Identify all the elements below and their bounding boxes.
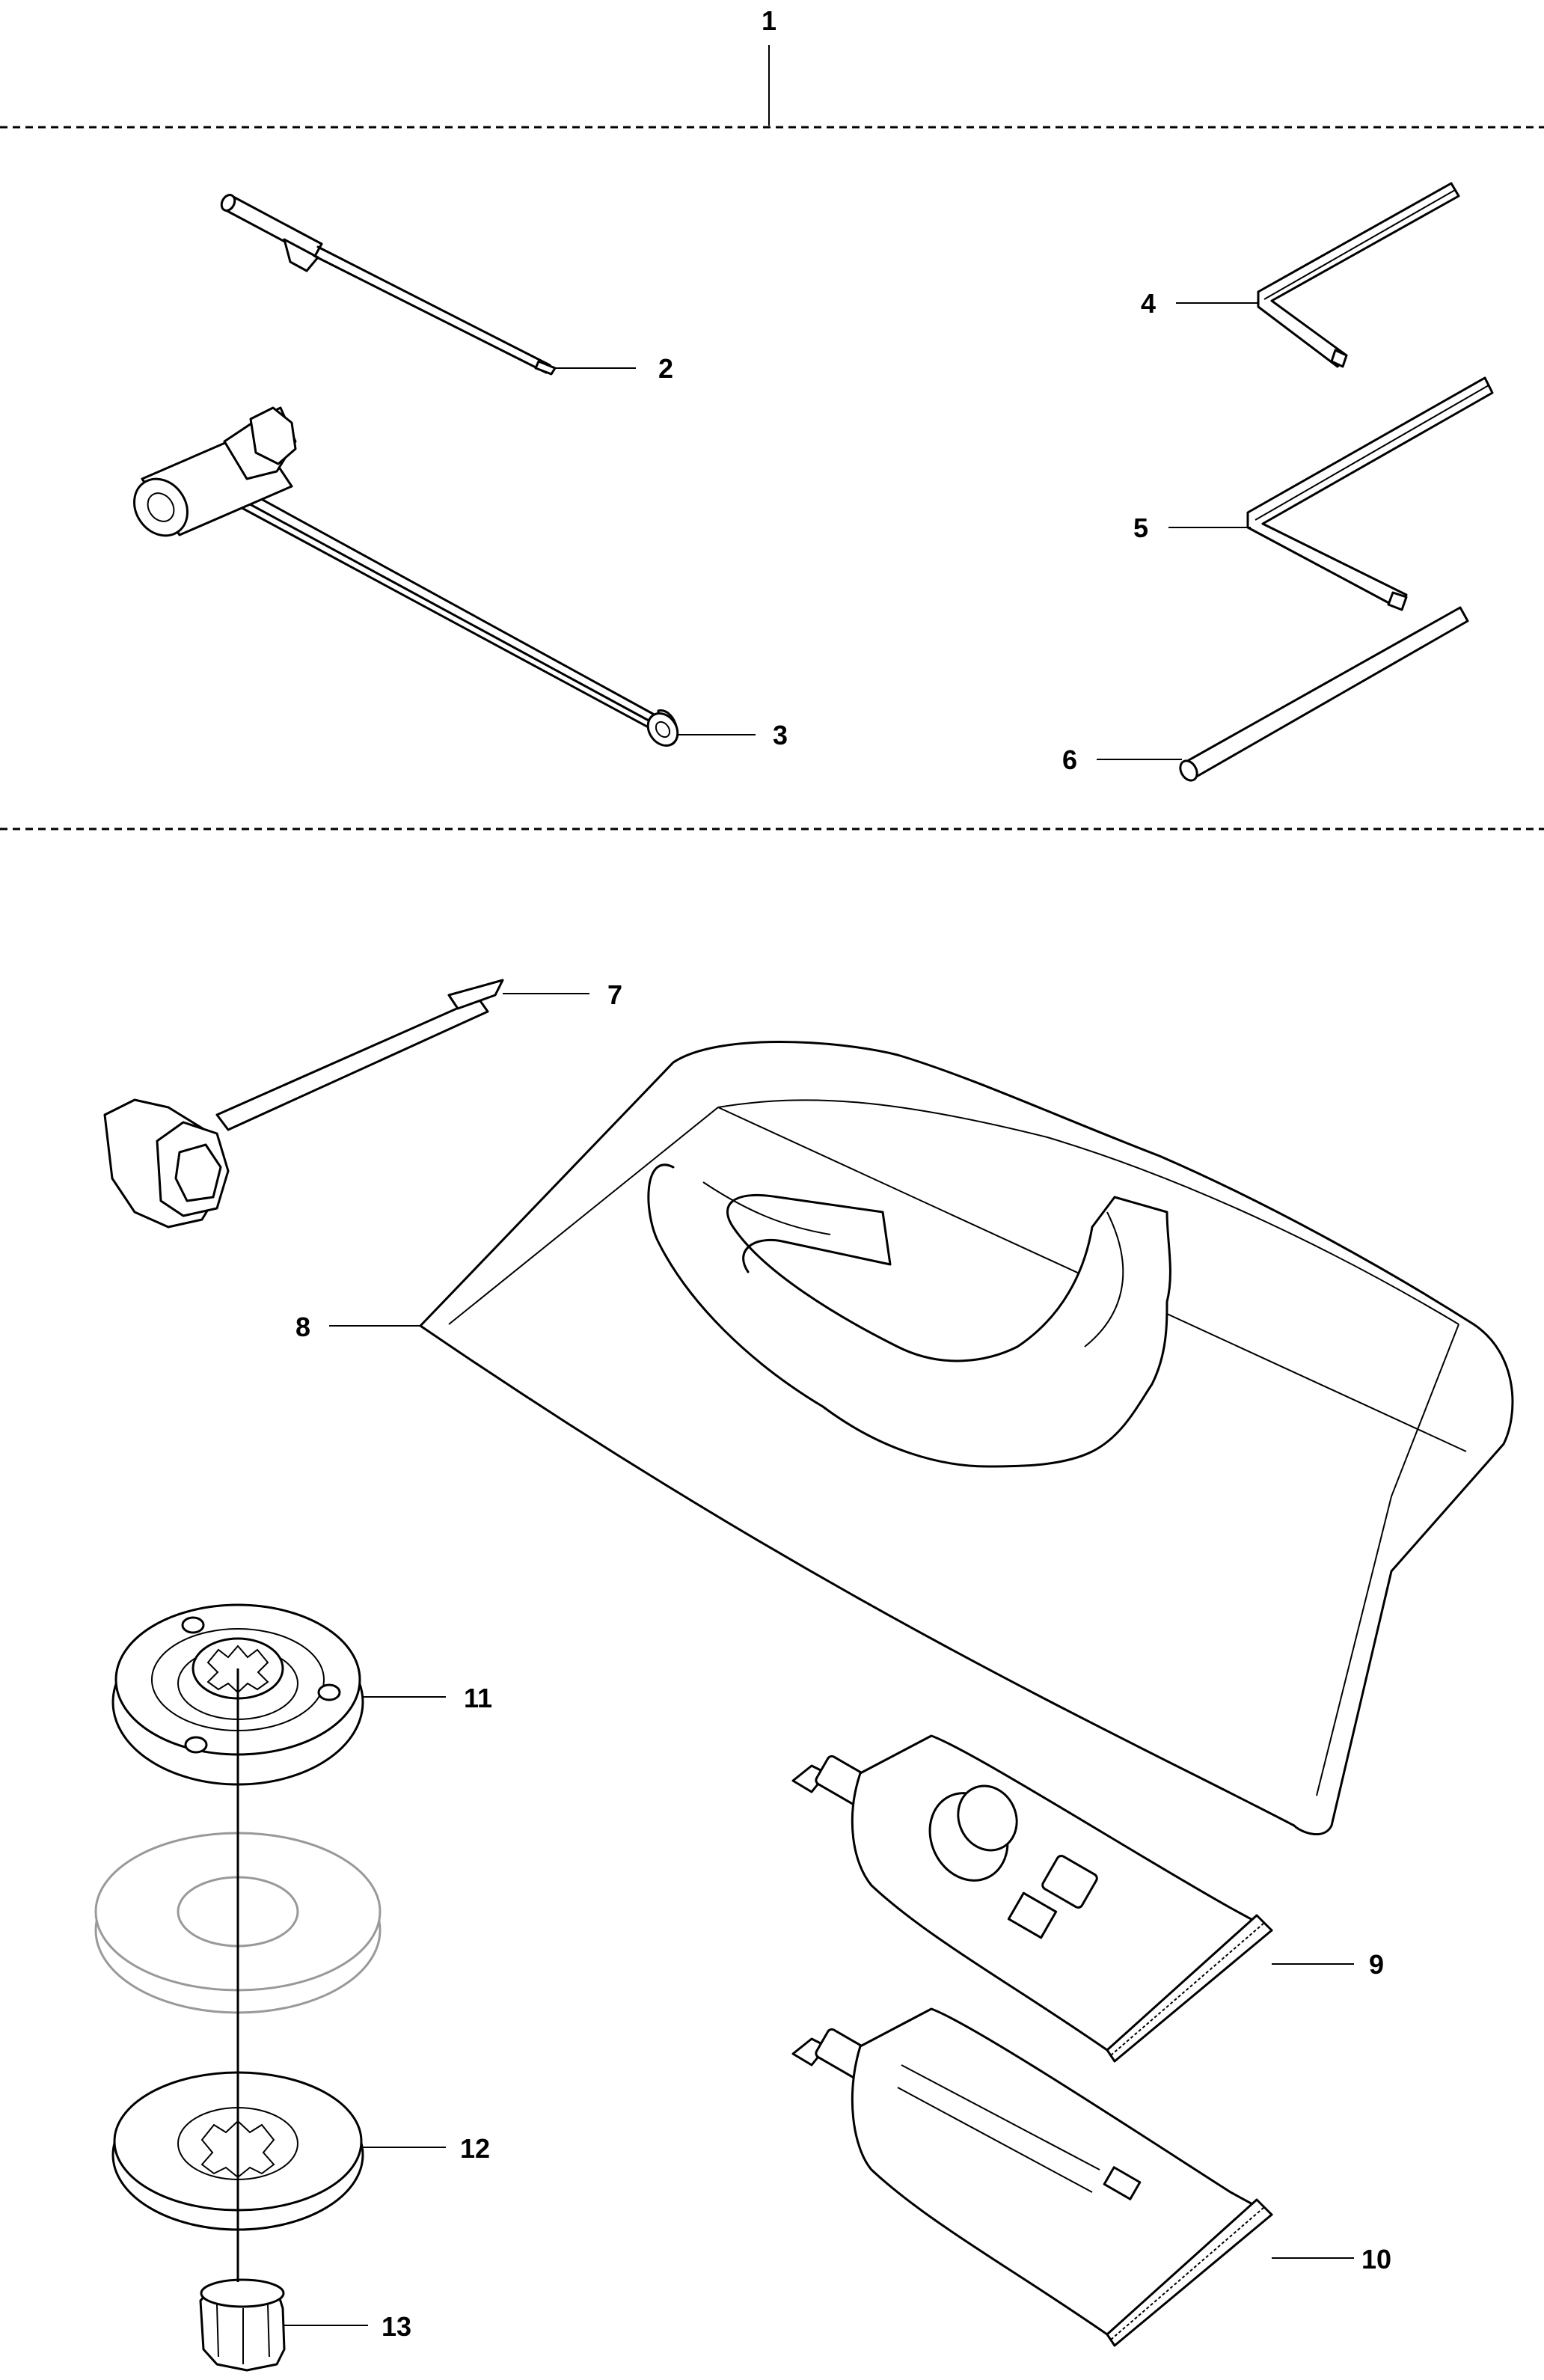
callout-1: 1 — [762, 5, 776, 36]
leader-lines — [284, 302, 1354, 2326]
grease-tube-part-10 — [791, 2007, 1273, 2347]
callout-13: 13 — [382, 2311, 411, 2342]
callout-11: 11 — [464, 1683, 492, 1713]
hex-key-large-part-5 — [1246, 376, 1494, 611]
callout-6: 6 — [1062, 744, 1077, 775]
callout-3: 3 — [773, 720, 788, 750]
callout-4: 4 — [1141, 288, 1156, 319]
hex-key-small-part-4 — [1257, 182, 1460, 368]
callout-2: 2 — [658, 353, 673, 384]
combination-wrench-part-7 — [103, 979, 504, 1229]
pin-part-6 — [1179, 606, 1469, 782]
grease-tube-part-9 — [791, 1734, 1273, 2063]
t-wrench-part-3 — [133, 406, 679, 747]
callout-8: 8 — [295, 1312, 310, 1342]
callout-12: 12 — [460, 2133, 490, 2164]
callout-7: 7 — [607, 979, 622, 1010]
callout-10: 10 — [1361, 2244, 1391, 2275]
nut-part-13 — [199, 2278, 286, 2372]
screwdriver-part-2 — [220, 194, 557, 376]
kit-bracket — [0, 45, 1544, 129]
callout-9: 9 — [1369, 1949, 1384, 1980]
harness-bag-part-8 — [419, 1041, 1514, 1836]
callout-5: 5 — [1133, 513, 1148, 543]
